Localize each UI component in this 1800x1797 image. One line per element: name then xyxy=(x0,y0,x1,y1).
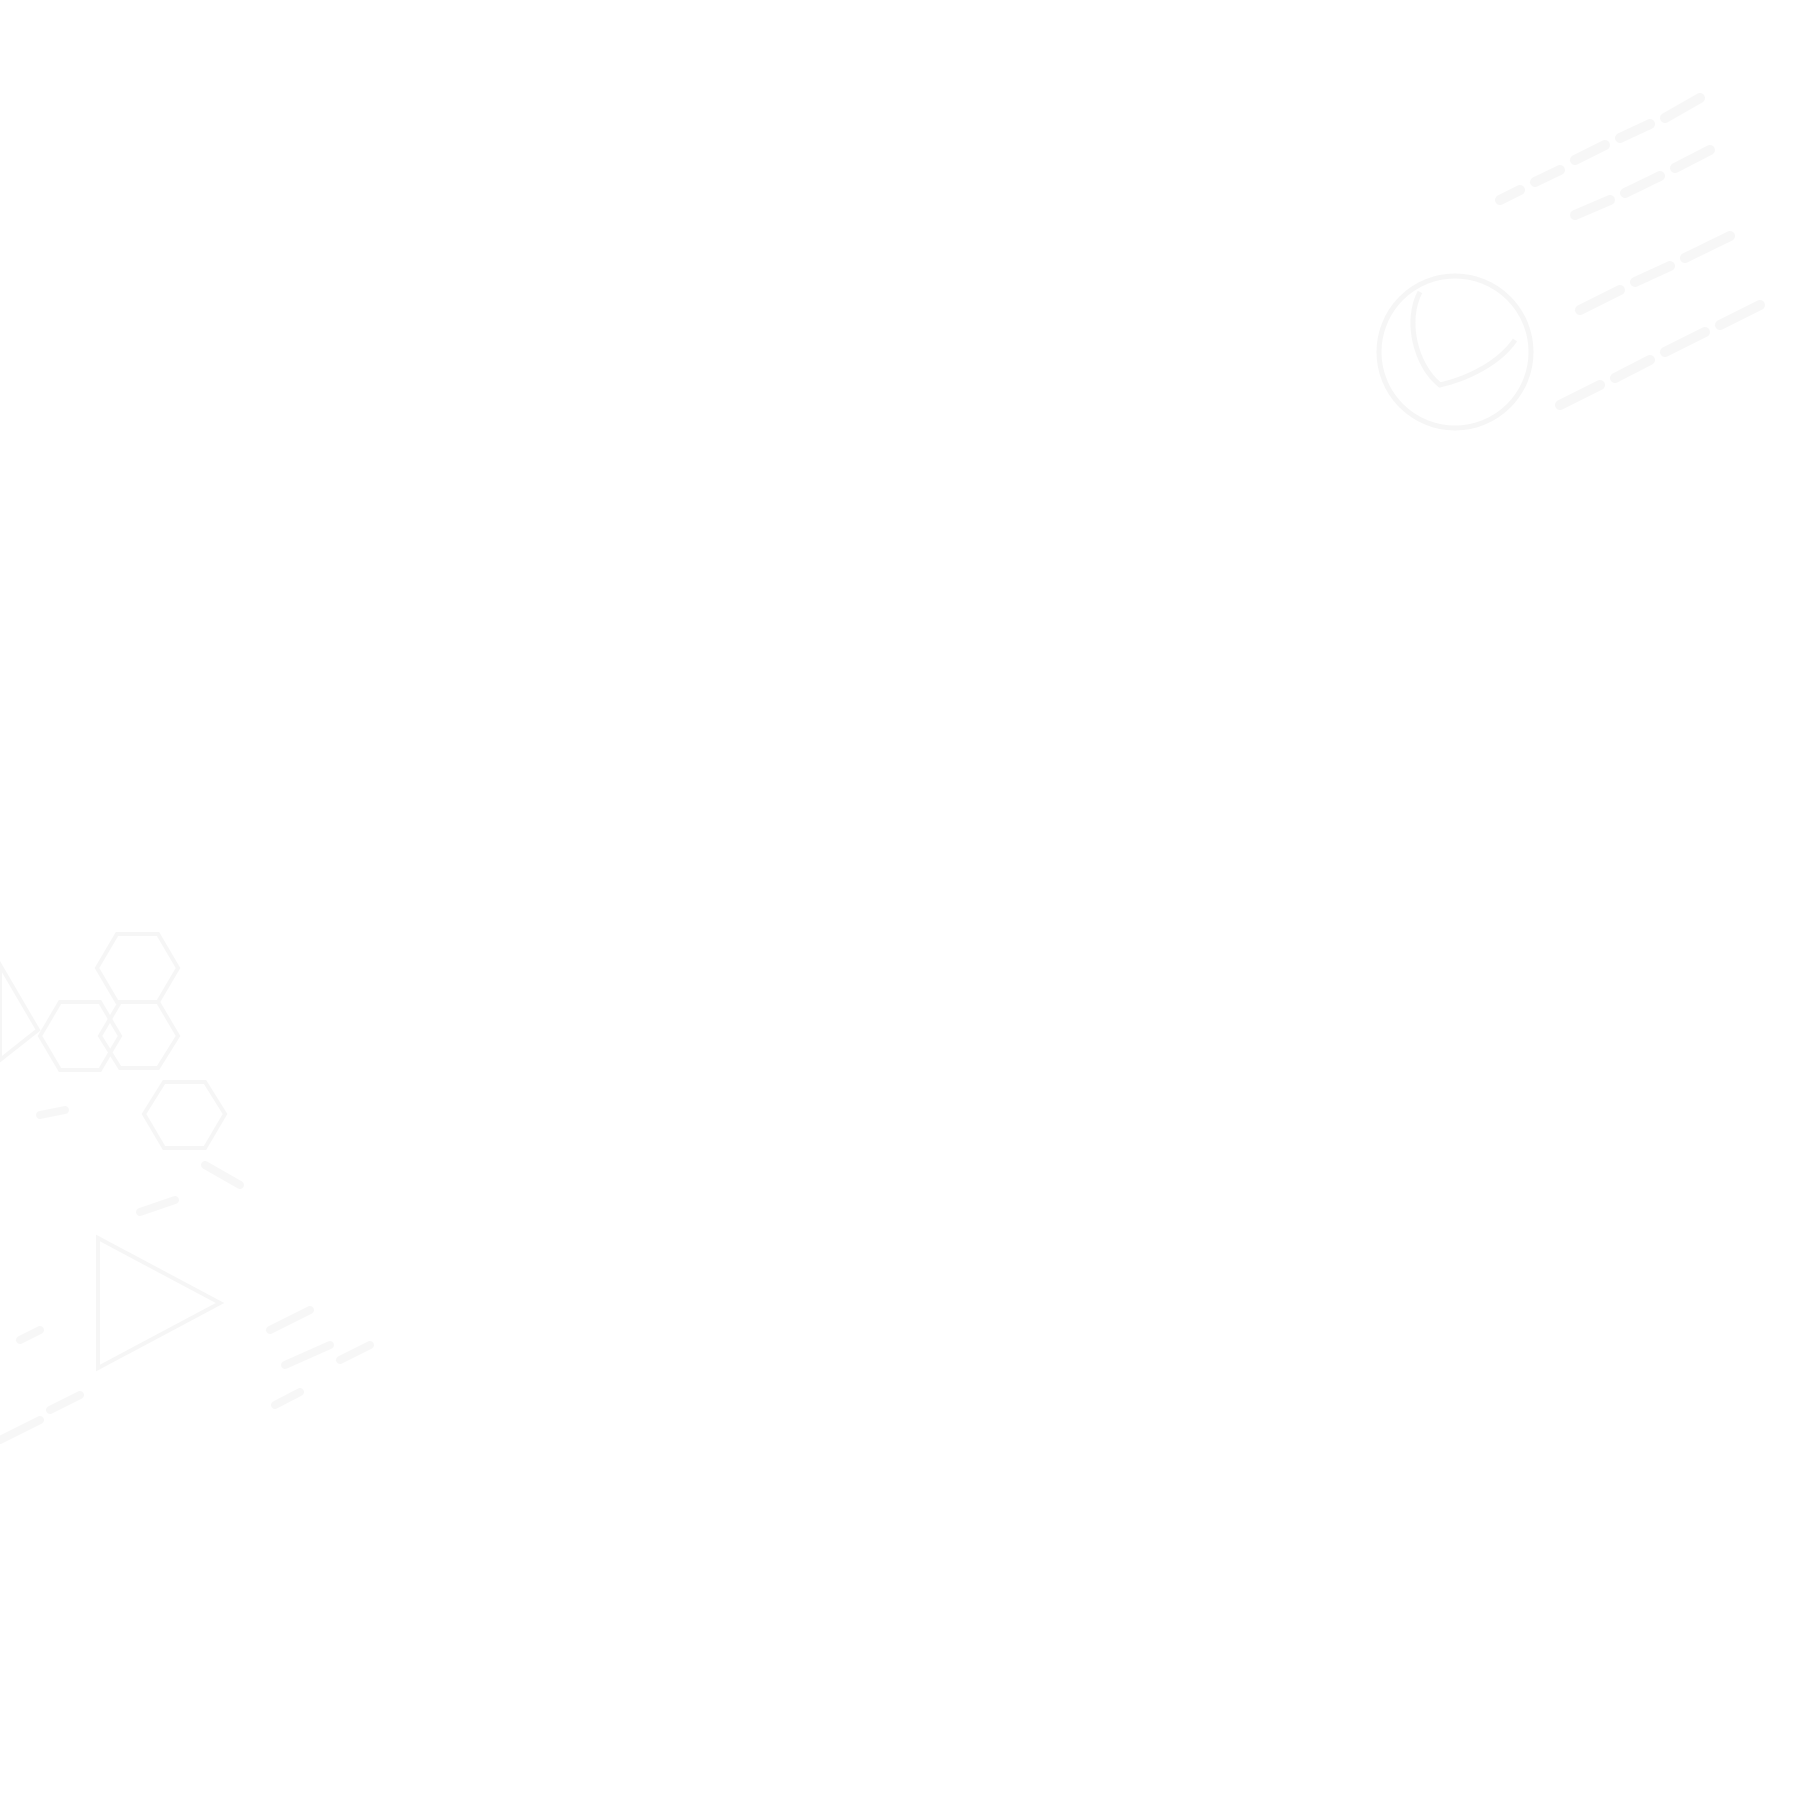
faint-dash-marks-bottom-left xyxy=(0,1106,374,1444)
hexagon-cluster-icon xyxy=(0,932,228,1150)
chat-bubble-icon xyxy=(1376,273,1534,431)
faint-dash-marks-top-right xyxy=(1495,93,1765,410)
play-triangle-icon xyxy=(96,1234,225,1372)
